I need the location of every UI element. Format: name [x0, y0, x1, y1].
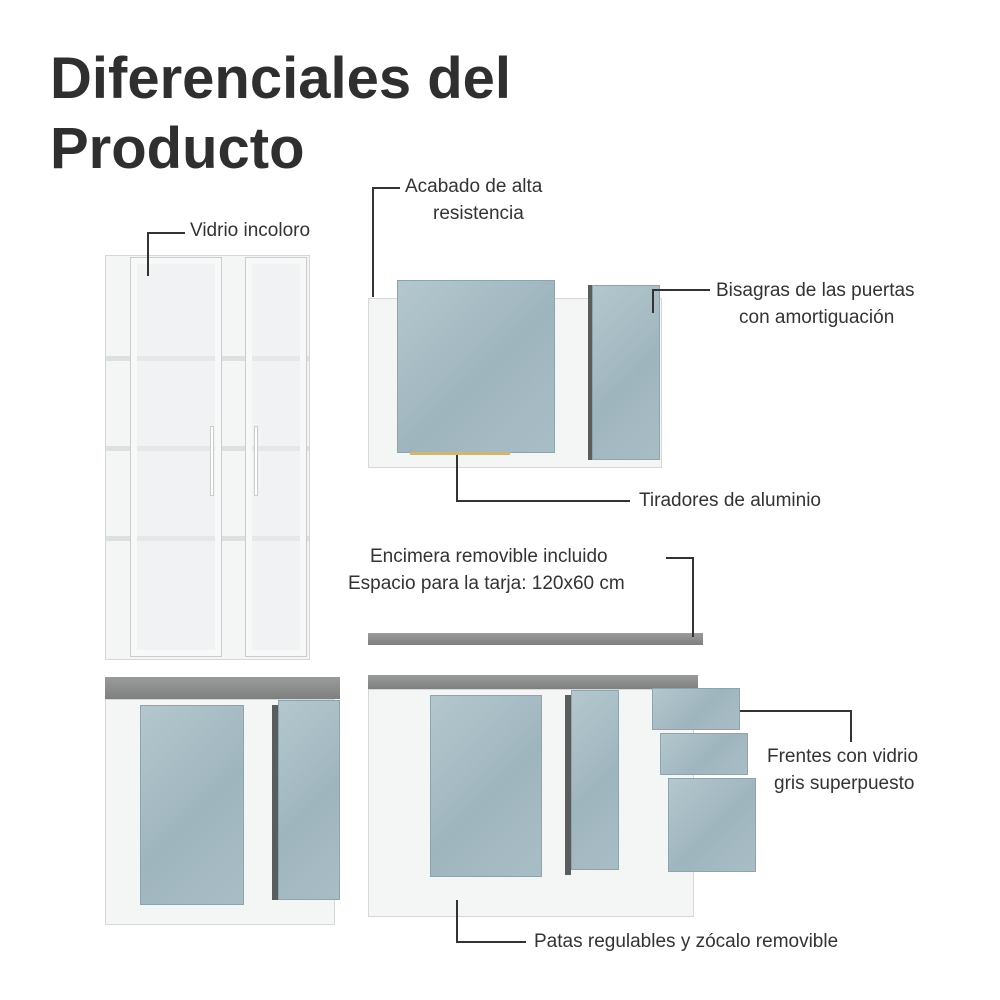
feature-handles-label: Tiradores de aluminio — [639, 490, 821, 511]
base-cabinet-door — [278, 700, 340, 900]
feature-hinges-label-2: con amortiguación — [739, 307, 895, 328]
base-cabinet-door — [140, 705, 244, 905]
page-title-line2: Producto — [50, 116, 305, 181]
feature-finish-label-1: Acabado de alta — [405, 176, 543, 197]
tall-glass-cabinet — [105, 255, 310, 660]
removable-countertop — [368, 633, 703, 645]
feature-countertop-label-1: Encimera removible incluido — [370, 546, 608, 567]
countertop — [368, 675, 698, 689]
countertop — [105, 677, 340, 699]
feature-countertop-label-2: Espacio para la tarja: 120x60 cm — [348, 573, 625, 594]
door-handle — [210, 426, 214, 496]
feature-finish-label-2: resistencia — [433, 203, 524, 224]
wall-cabinet-door-left — [397, 280, 555, 453]
drawer-front — [660, 733, 748, 775]
wall-cabinet-door-right — [592, 285, 660, 460]
feature-legs-label: Patas regulables y zócalo removible — [534, 931, 839, 952]
base-cabinet-door — [571, 690, 619, 870]
feature-fronts-label-2: gris superpuesto — [774, 773, 915, 794]
glass-door-left — [130, 257, 222, 657]
drawer-front — [668, 778, 756, 872]
feature-fronts-label-1: Frentes con vidrio — [767, 746, 919, 767]
drawer-front — [652, 688, 740, 730]
feature-glass-label: Vidrio incoloro — [190, 220, 311, 241]
base-cabinet-door — [430, 695, 542, 877]
aluminium-handle — [410, 452, 510, 455]
feature-hinges-label-1: Bisagras de las puertas — [716, 280, 915, 301]
door-handle — [254, 426, 258, 496]
page-title-line1: Diferenciales del — [50, 46, 511, 111]
